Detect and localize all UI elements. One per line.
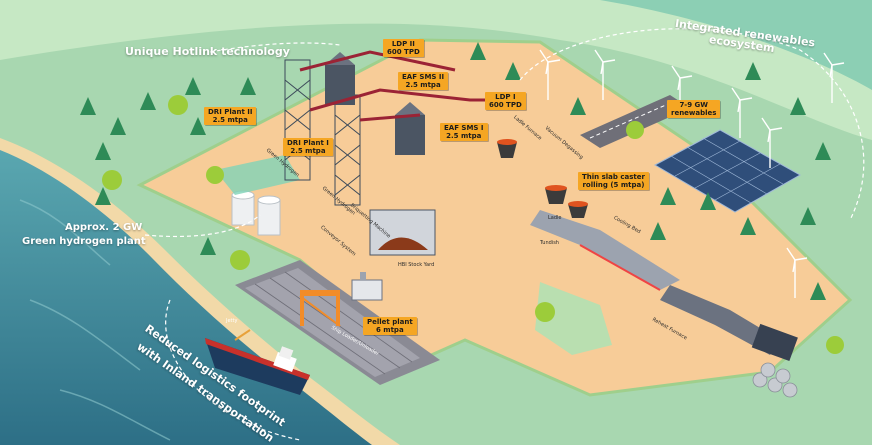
eaf1-name: EAF SMS I	[444, 124, 484, 132]
wind-turbines-icon	[539, 49, 845, 298]
hill-light	[0, 0, 872, 140]
pellet-capacity: 6 mtpa	[375, 326, 404, 334]
ldp1-name: LDP I	[495, 93, 516, 101]
ldp2-capacity: 600 TPD	[387, 48, 420, 56]
callout-guides	[144, 28, 865, 441]
hill-teal	[600, 0, 872, 90]
hydrogen-callout-line2: Green hydrogen plant	[22, 236, 146, 247]
round-trees-icon	[102, 95, 844, 354]
solar-panels-icon	[653, 129, 802, 213]
tundish-label: Tundish	[540, 240, 559, 246]
hbi-label: HBI Stock Yard	[398, 262, 435, 268]
eaf1-capacity: 2.5 mtpa	[446, 132, 482, 140]
caster-name: Thin slab caster	[582, 173, 645, 181]
eaf2-capacity: 2.5 mtpa	[405, 81, 441, 89]
sea	[0, 150, 372, 445]
dri1-name: DRI Plant I	[287, 139, 329, 147]
ladle-icon	[497, 139, 588, 218]
ship-loader-icon	[299, 290, 341, 327]
hbi-stockyard-icon	[369, 209, 436, 256]
pine-trees-icon	[80, 42, 831, 300]
pellet-plant-icon	[351, 272, 383, 301]
hydrogen-callout-line1: Approx. 2 GW	[65, 222, 143, 233]
steel-coils-icon	[752, 362, 798, 398]
dri2-name: DRI Plant II	[208, 108, 253, 116]
ldp2-name: LDP II	[391, 40, 415, 48]
jetty-label: Jetty	[226, 318, 238, 324]
eaf2-name: EAF SMS II	[402, 73, 445, 81]
hydrogen-tanks-icon	[215, 155, 300, 236]
ship-icon	[205, 329, 310, 395]
caster-capacity: rolling (5 mtpa)	[582, 181, 645, 189]
renewables-capacity: 7-9 GW	[679, 101, 708, 109]
rolling-line-icon	[530, 210, 798, 362]
ladle-label: Ladle	[548, 215, 562, 221]
dri1-capacity: 2.5 mtpa	[290, 147, 326, 155]
ldp1-capacity: 600 TPD	[489, 101, 522, 109]
hotlink-callout: Unique Hotlink technology	[125, 45, 290, 58]
pellet-name: Pellet plant	[367, 318, 413, 326]
dri2-capacity: 2.5 mtpa	[212, 116, 248, 124]
renewables-name: renewables	[671, 109, 717, 117]
garden-patch	[535, 282, 612, 355]
